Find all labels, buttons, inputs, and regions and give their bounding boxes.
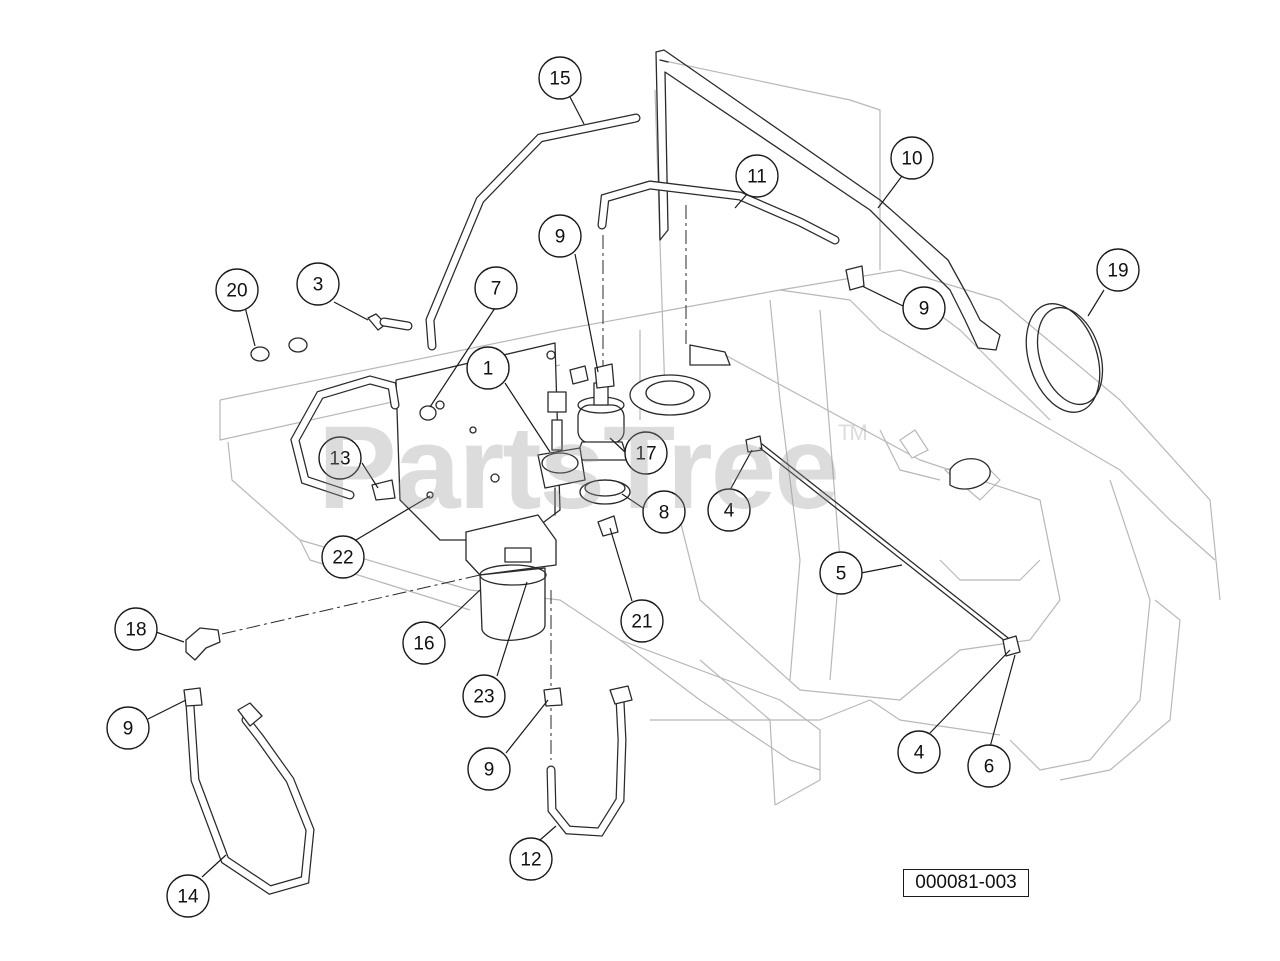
callout-circle <box>402 621 446 665</box>
callout-circle <box>897 730 941 774</box>
callout-10: 10 <box>890 136 934 180</box>
callout-circle <box>624 431 668 475</box>
callout-label: 21 <box>631 612 652 633</box>
part-rod-5 <box>759 447 1011 646</box>
callout-circle <box>166 874 210 918</box>
callout-label: 7 <box>491 279 502 300</box>
hose-14 <box>183 687 315 895</box>
callout-label: 15 <box>549 69 570 90</box>
callout-circle <box>1096 248 1140 292</box>
callout-label: 19 <box>1107 261 1128 282</box>
callout-label: 20 <box>226 281 247 302</box>
hose-13 <box>290 375 400 500</box>
callout-14: 14 <box>166 874 210 918</box>
callout-circle <box>321 535 365 579</box>
callout-23: 23 <box>462 674 506 718</box>
callout-22: 22 <box>321 535 365 579</box>
callout-16: 16 <box>402 621 446 665</box>
callout-circle <box>819 551 863 595</box>
callout-20: 20 <box>215 268 259 312</box>
callout-circle <box>538 214 582 258</box>
callout-circle <box>296 262 340 306</box>
callout-11: 11 <box>735 154 779 198</box>
callout-circle <box>707 488 751 532</box>
callout-circle <box>620 599 664 643</box>
callout-label: 10 <box>901 149 922 170</box>
callout-19: 19 <box>1096 248 1140 292</box>
part-bracket-10 <box>655 49 1001 351</box>
callout-4: 4 <box>707 488 751 532</box>
diagram-id-box: 000081-003 <box>903 869 1029 897</box>
callout-circle <box>114 607 158 651</box>
callout-label: 14 <box>177 887 199 908</box>
callout-group: 15 10 11 19 9 9 20 3 7 1 17 13 4 8 22 5 21 16 18 23 9 9 4 6 12 14 <box>106 56 1140 918</box>
leader-lines <box>147 96 1105 878</box>
callout-9: 9 <box>902 286 946 330</box>
watermark: PartsTreeTM <box>318 400 868 536</box>
callout-circle <box>467 747 511 791</box>
callout-label: 8 <box>659 503 670 524</box>
callout-17: 17 <box>624 431 668 475</box>
callout-circle <box>642 490 686 534</box>
callout-label: 13 <box>329 449 350 470</box>
callout-label: 12 <box>520 850 541 871</box>
watermark-text: PartsTree <box>318 402 840 534</box>
callout-label: 4 <box>914 743 925 764</box>
callout-label: 11 <box>747 167 767 188</box>
callout-circle <box>902 286 946 330</box>
callout-label: 5 <box>836 564 847 585</box>
part-elbow-18 <box>185 574 481 661</box>
callout-21: 21 <box>620 599 664 643</box>
callout-15: 15 <box>538 56 582 100</box>
callout-label: 4 <box>724 501 735 522</box>
callout-label: 23 <box>473 687 494 708</box>
callout-label: 16 <box>413 634 434 655</box>
callout-label: 6 <box>984 757 995 778</box>
callout-label: 3 <box>313 275 324 296</box>
part-ring-19 <box>1025 303 1104 413</box>
callout-13: 13 <box>318 436 362 480</box>
hose-11 <box>597 180 840 245</box>
callout-6: 6 <box>967 744 1011 788</box>
callout-label: 9 <box>555 227 566 248</box>
callout-circle <box>466 346 510 390</box>
part-regulator-1 <box>537 391 586 516</box>
callout-9: 9 <box>106 706 150 750</box>
callout-label: 22 <box>332 548 353 569</box>
part-fuel-filter-16 <box>465 514 557 641</box>
small-fittings <box>250 313 763 537</box>
part-fuel-pump-17 <box>574 344 991 505</box>
callout-4: 4 <box>897 730 941 774</box>
callout-8: 8 <box>642 490 686 534</box>
callout-label: 17 <box>635 444 656 465</box>
callout-1: 1 <box>466 346 510 390</box>
hose-12 <box>543 590 633 837</box>
callout-label: 1 <box>483 359 494 380</box>
callout-9: 9 <box>538 214 582 258</box>
callout-circle <box>538 56 582 100</box>
callout-circle <box>735 154 779 198</box>
callout-label: 18 <box>125 620 146 641</box>
callout-3: 3 <box>296 262 340 306</box>
callout-label: 9 <box>123 719 134 740</box>
callout-circle <box>967 744 1011 788</box>
callout-7: 7 <box>474 266 518 310</box>
callout-circle <box>106 706 150 750</box>
callout-circle <box>215 268 259 312</box>
callout-12: 12 <box>509 837 553 881</box>
callout-circle <box>462 674 506 718</box>
callout-18: 18 <box>114 607 158 651</box>
callout-circle <box>890 136 934 180</box>
callout-5: 5 <box>819 551 863 595</box>
callout-circle <box>474 266 518 310</box>
hose-15 <box>425 113 641 351</box>
trademark-mark: TM <box>837 420 868 445</box>
callout-label: 9 <box>484 760 495 781</box>
callout-9: 9 <box>467 747 511 791</box>
callout-circle <box>318 436 362 480</box>
callout-circle <box>509 837 553 881</box>
callout-label: 9 <box>919 299 930 320</box>
